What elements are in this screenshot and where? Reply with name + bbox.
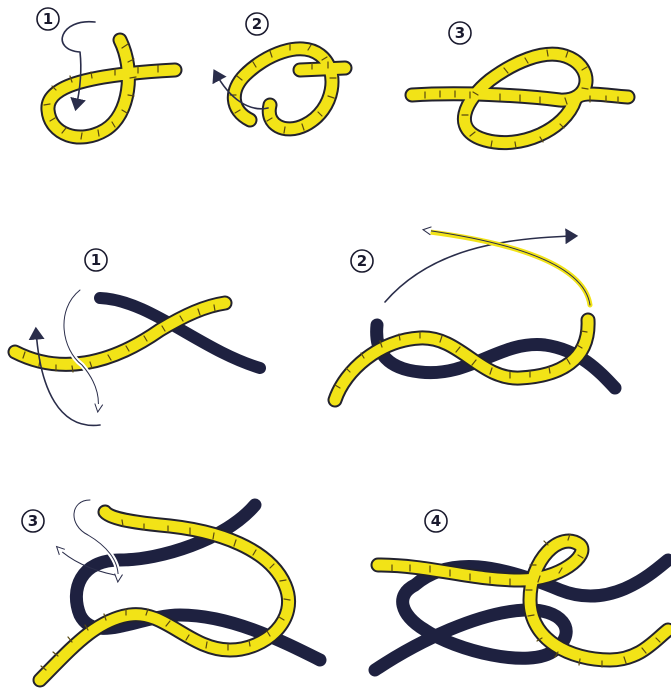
direction-arrow-light [64,290,98,410]
step-number-badge: 1 [85,249,107,271]
bottom-step-3: 3 [22,500,320,680]
step-number: 2 [252,15,262,33]
middle-step-2: 2 [335,230,615,400]
step-number-badge: 2 [246,13,268,35]
step-number-badge: 3 [449,22,471,44]
yellow-rope-body [48,40,175,137]
direction-arrow-dark [385,236,575,302]
step-number: 4 [431,512,441,530]
step-number: 2 [357,252,367,270]
yellow-rope [412,50,628,148]
step-number: 3 [28,512,38,530]
step-number-badge: 4 [425,510,447,532]
bottom-step-4: 4 [375,510,668,670]
middle-step-1: 1 [15,249,260,425]
step-number: 1 [91,251,101,269]
step-number-badge: 2 [351,250,373,272]
direction-arrow-yellow [430,232,590,305]
yellow-rope [230,44,345,133]
direction-arrow [62,22,95,108]
step-number: 1 [43,10,53,28]
step-number-badge: 3 [22,510,44,532]
yellow-rope [44,40,175,139]
top-step-1: 1 [37,8,175,139]
step-number-badge: 1 [37,8,59,30]
step-number: 3 [455,24,465,42]
top-step-3: 3 [412,22,628,148]
top-step-2: 2 [215,13,345,133]
